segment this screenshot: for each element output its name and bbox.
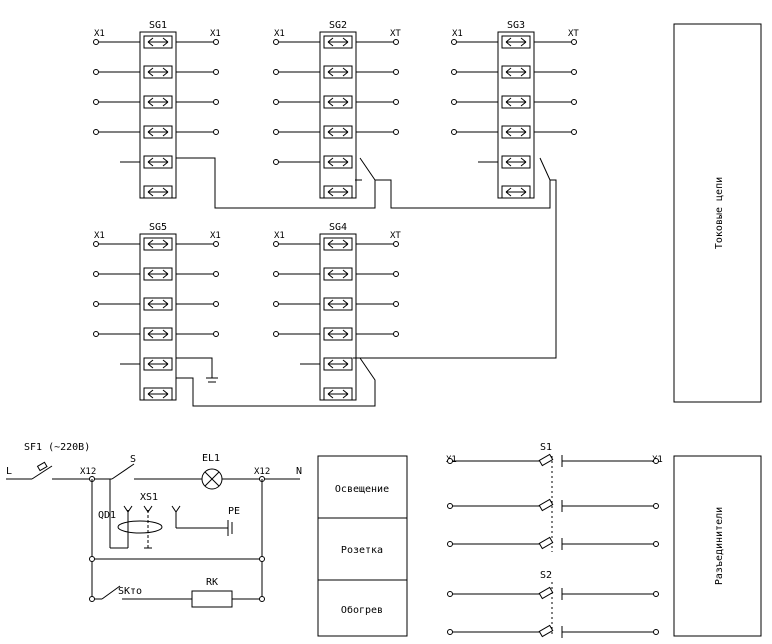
disconnector-row <box>447 536 659 550</box>
switch-contact <box>111 463 135 480</box>
block-row <box>120 357 173 371</box>
block-row <box>93 65 219 79</box>
block-row <box>273 155 353 169</box>
block-row <box>300 357 353 371</box>
block-row <box>273 65 399 79</box>
block-row <box>273 125 399 139</box>
function-row-lighting: Освещение <box>335 484 389 495</box>
switch-s2-label: S2 <box>540 570 552 581</box>
block-label: SG5 <box>149 222 167 233</box>
current-circuits-panel: Токовые цепи <box>673 23 762 403</box>
block-row <box>273 327 399 341</box>
disconnector-row <box>447 624 659 638</box>
disconnector-row <box>447 586 659 600</box>
terminal-label-right: XT <box>568 29 579 39</box>
terminal-label-right: X1 <box>210 231 221 241</box>
disconnector-switch-group: S1 S2 X1 X1 <box>446 442 663 638</box>
disconnectors-label: Разъединители <box>714 507 725 585</box>
function-row-heating: Обогрев <box>341 604 383 616</box>
terminal-label-left: X1 <box>452 29 463 39</box>
terminal-label-right: X1 <box>210 29 221 39</box>
pe-label: PE <box>228 506 240 517</box>
disconnector-row <box>447 453 659 467</box>
function-table: Освещение Розетка Обогрев <box>317 455 408 637</box>
block-row <box>120 155 173 169</box>
block-row <box>451 65 577 79</box>
block-row <box>451 95 577 109</box>
block-row <box>273 35 399 49</box>
terminal-x12-left: X12 <box>80 467 96 477</box>
block-row <box>93 327 219 341</box>
block-row <box>93 267 219 281</box>
block-label: SG1 <box>149 20 167 31</box>
rcd-label: QD1 <box>98 510 116 521</box>
current-circuits-label: Токовые цепи <box>714 177 725 249</box>
block-row <box>273 95 399 109</box>
terminal-label-left: X1 <box>94 231 105 241</box>
block-row <box>273 237 399 251</box>
block-row <box>451 125 577 139</box>
switch-label: S <box>130 454 136 465</box>
heater-symbol <box>191 590 233 608</box>
terminal-label-left: X1 <box>274 29 285 39</box>
socket-label: XS1 <box>140 492 158 503</box>
terminal-label-left: X1 <box>94 29 105 39</box>
block-row <box>93 35 219 49</box>
breaker-label: SF1 (~220B) <box>24 442 90 453</box>
power-circuit: SF1 (~220B) L N X12 S EL1 X12 <box>6 442 302 608</box>
rcd-core <box>117 520 163 534</box>
block-row <box>93 125 219 139</box>
thermostat-label: SKто <box>118 586 142 597</box>
lamp-label: EL1 <box>202 453 220 464</box>
terminal-label-right: XT <box>390 231 401 241</box>
line-label: L <box>6 466 12 477</box>
block-interconnect-wires <box>176 157 557 407</box>
breaker-contact <box>31 465 53 480</box>
block-row <box>143 185 173 199</box>
block-label: SG4 <box>329 222 347 233</box>
disconnectors-panel: Разъединители <box>673 455 762 637</box>
block-row <box>93 297 219 311</box>
block-row <box>451 35 577 49</box>
block-label: SG3 <box>507 20 525 31</box>
block-row <box>323 387 353 401</box>
block-row <box>501 185 531 199</box>
function-row-socket: Розетка <box>341 545 383 556</box>
neutral-label: N <box>296 466 302 477</box>
block-row <box>478 155 531 169</box>
block-row <box>93 237 219 251</box>
block-row <box>273 267 399 281</box>
terminal-label-left: X1 <box>274 231 285 241</box>
block-row <box>143 387 173 401</box>
block-row <box>323 185 353 199</box>
block-row <box>273 297 399 311</box>
terminal-x12-right: X12 <box>254 467 270 477</box>
disconnector-row <box>447 498 659 512</box>
switch-s1-label: S1 <box>540 442 552 453</box>
block-row <box>93 95 219 109</box>
block-label: SG2 <box>329 20 347 31</box>
terminal-label-right: XT <box>390 29 401 39</box>
thermostat-contact <box>101 585 121 600</box>
heater-label: RK <box>206 577 218 588</box>
